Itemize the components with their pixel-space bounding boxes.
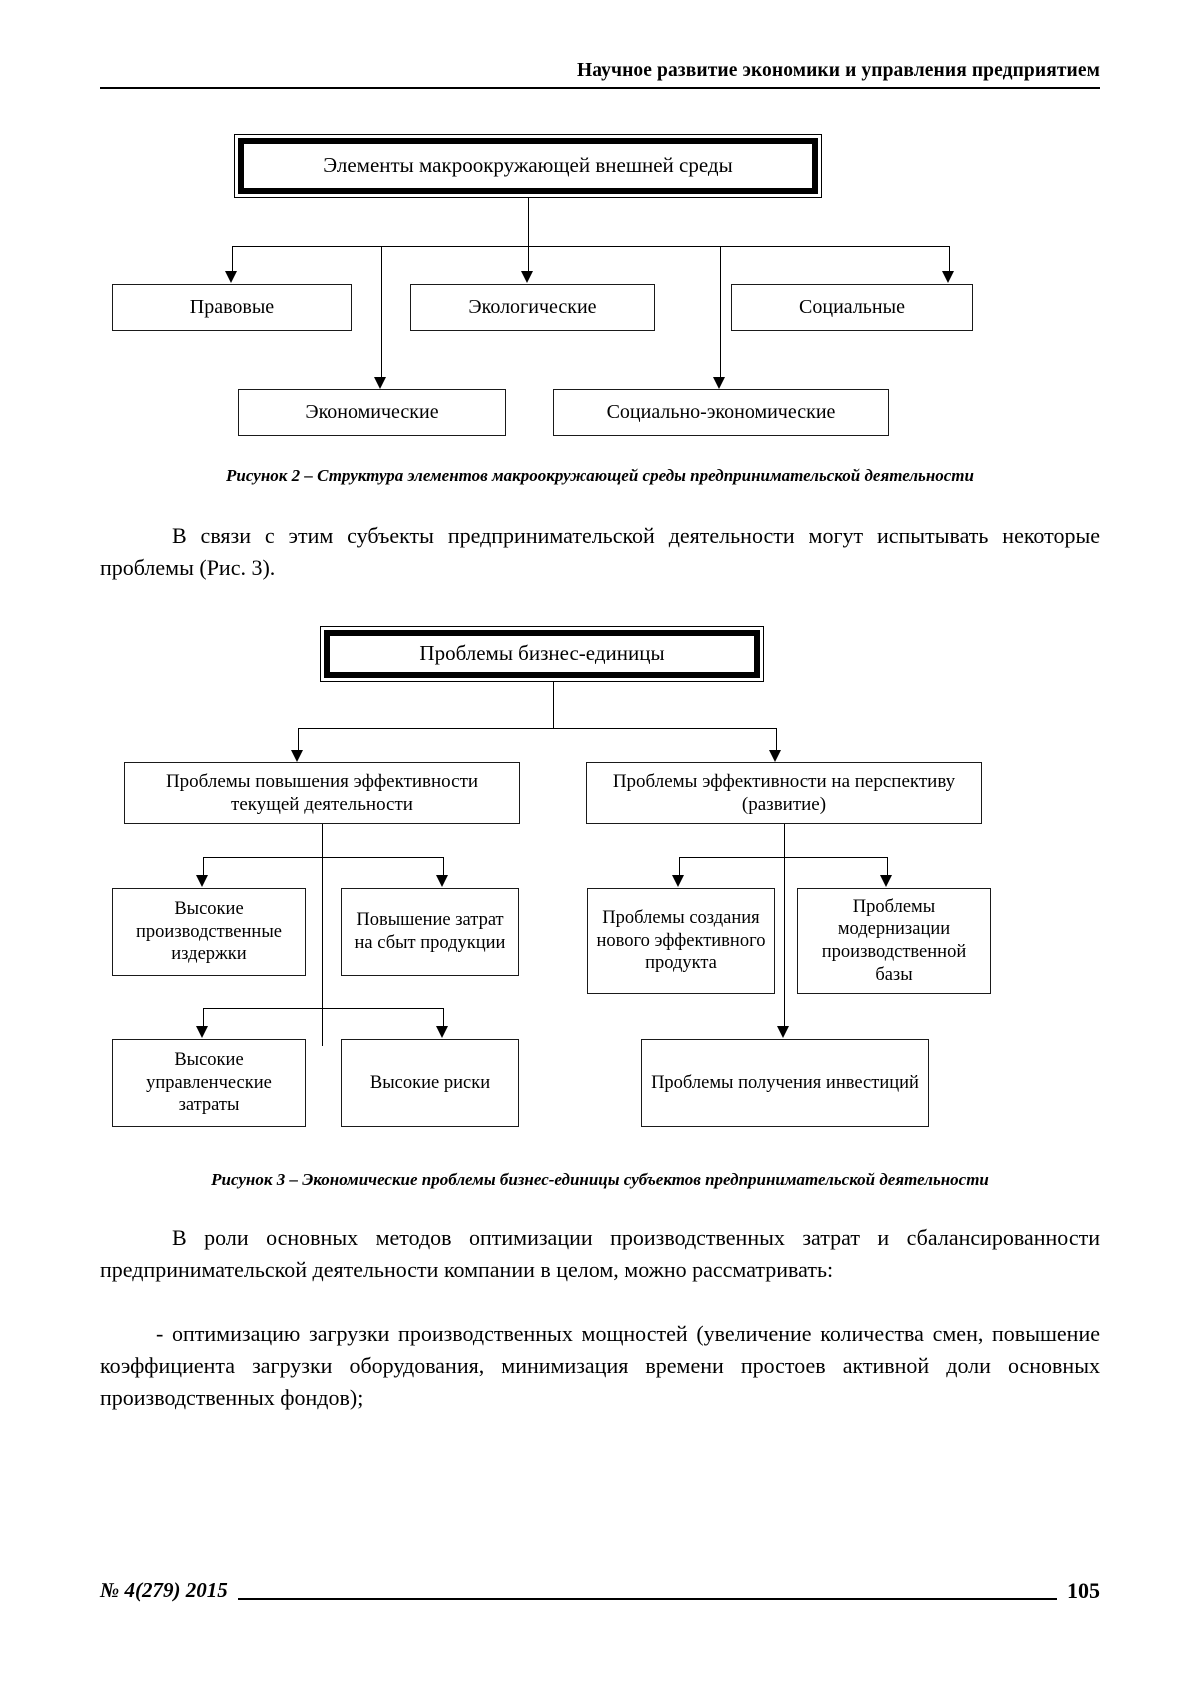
fig2-arrow-5 [942,271,954,283]
fig2-drop-4 [720,246,721,379]
fig2-drop-3 [528,246,529,273]
fig3-drop-left [298,728,299,752]
paragraph-1: В связи с этим субъекты предпринимательс… [100,523,1100,581]
fig2-box-ekologicheskie: Экологические [410,284,655,331]
fig3-box-povyshenie-zatrat-na-sbyt: Повышение затрат на сбыт продукции [341,888,519,976]
fig2-arrow-1 [225,271,237,283]
fig3-left-b2-drop-1 [203,1008,204,1030]
fig2-root-spine [528,198,529,246]
fig3-left-spine [322,824,323,1046]
fig3-right-b1-drop-1 [679,857,680,879]
fig2-box-ekonomicheskie: Экономические [238,389,506,436]
fig2-drop-2 [381,246,382,379]
fig3-right-b1-drop-2 [887,857,888,879]
fig2-drop-5 [949,246,950,273]
fig3-drop-right [776,728,777,752]
fig3-right-branch-title: Проблемы эффективности на перспективу (р… [586,762,982,824]
fig3-box-vysokie-proizvodstvennye-izderzhki: Высокие производственные издержки [112,888,306,976]
fig3-right-bus-1 [679,857,887,858]
fig2-box-socialnye: Социальные [731,284,973,331]
paragraph-3: - оптимизацию загрузки производственных … [100,1321,1100,1411]
fig3-right-spine-arrow [777,1026,789,1038]
fig3-left-b1-arrow-2 [436,875,448,887]
fig2-bus [232,246,950,247]
fig3-left-b2-arrow-1 [196,1026,208,1038]
fig2-root-box: Элементы макроокружающей внешней среды [234,134,822,198]
figure-3-diagram: Проблемы бизнес-единицы Проблемы повышен… [112,626,991,1127]
fig3-left-b1-drop-1 [203,857,204,879]
fig3-box-problemy-sozdaniya-novogo-produkta: Проблемы создания нового эффективного пр… [587,888,775,994]
fig3-left-bus-2 [203,1008,443,1009]
fig2-arrow-4 [713,377,725,389]
fig3-main-bus [298,728,776,729]
fig2-drop-1 [232,246,233,273]
fig3-left-b2-drop-2 [443,1008,444,1030]
figure-2-diagram: Элементы макроокружающей внешней среды П… [0,0,1200,460]
fig2-box-socialno-ekonomicheskie: Социально-экономические [553,389,889,436]
fig3-right-b1-arrow-2 [880,875,892,887]
footer-rule [100,1598,1100,1600]
running-head-rule [100,87,1100,89]
fig3-left-bus-1 [203,857,443,858]
fig3-arrow-right [769,750,781,762]
fig3-root-spine [553,682,554,728]
fig2-arrow-3 [521,271,533,283]
fig2-box-pravovye: Правовые [112,284,352,331]
fig2-arrow-2 [374,377,386,389]
fig3-left-b2-arrow-2 [436,1026,448,1038]
fig3-right-b1-arrow-1 [672,875,684,887]
fig3-left-b1-drop-2 [443,857,444,879]
footer-page-number: 105 [1057,1578,1100,1604]
footer-issue: № 4(279) 2015 [100,1578,238,1603]
paragraph-2: В роли основных методов оптимизации прои… [100,1225,1100,1283]
fig3-right-spine [784,824,785,1028]
fig3-box-problemy-modernizacii-bazy: Проблемы модернизации производственной б… [797,888,991,994]
fig3-left-branch-title: Проблемы повышения эффективности текущей… [124,762,520,824]
fig3-box-vysokie-riski: Высокие риски [341,1039,519,1127]
running-head-title: Научное развитие экономики и управления … [577,60,1100,81]
fig3-root-box: Проблемы бизнес-единицы [320,626,764,682]
figure-2-caption: Рисунок 2 – Структура элементов макроокр… [226,466,974,485]
figure-3-caption: Рисунок 3 – Экономические проблемы бизне… [211,1170,989,1189]
fig3-box-problemy-polucheniya-investicij: Проблемы получения инвестиций [641,1039,929,1127]
fig3-arrow-left [291,750,303,762]
fig3-left-b1-arrow-1 [196,875,208,887]
fig3-box-vysokie-upravlencheskie-zatraty: Высокие управленческие затраты [112,1039,306,1127]
